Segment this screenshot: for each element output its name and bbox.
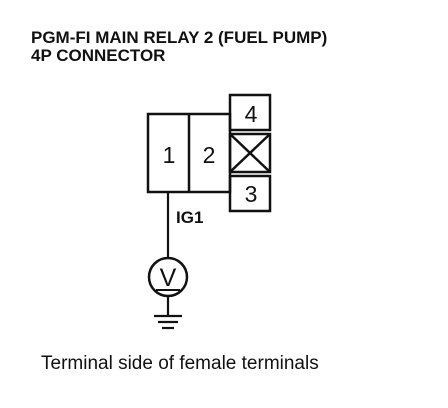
empty-cavity-x-2: [229, 133, 271, 173]
terminal-3-label: 3: [245, 181, 258, 207]
connector-housing: [146, 93, 272, 213]
diagram-title: PGM-FI MAIN RELAY 2 (FUEL PUMP) 4P CONNE…: [31, 29, 327, 65]
title-line-2: 4P CONNECTOR: [31, 46, 166, 65]
diagram-caption: Terminal side of female terminals: [41, 353, 319, 374]
voltmeter-icon: V: [147, 256, 189, 298]
terminal-4-label: 4: [245, 101, 258, 127]
terminal-3-cell: [228, 174, 272, 213]
terminal-4-cell: [228, 93, 272, 132]
ground-icon: [154, 314, 182, 330]
wire-label: IG1: [176, 208, 203, 227]
terminal-2-label: 2: [203, 142, 216, 168]
terminal-1-label: 1: [163, 142, 176, 168]
voltmeter-symbol: V: [160, 264, 177, 292]
empty-cavity-cell: [228, 132, 272, 174]
title-line-1: PGM-FI MAIN RELAY 2 (FUEL PUMP): [31, 28, 328, 47]
